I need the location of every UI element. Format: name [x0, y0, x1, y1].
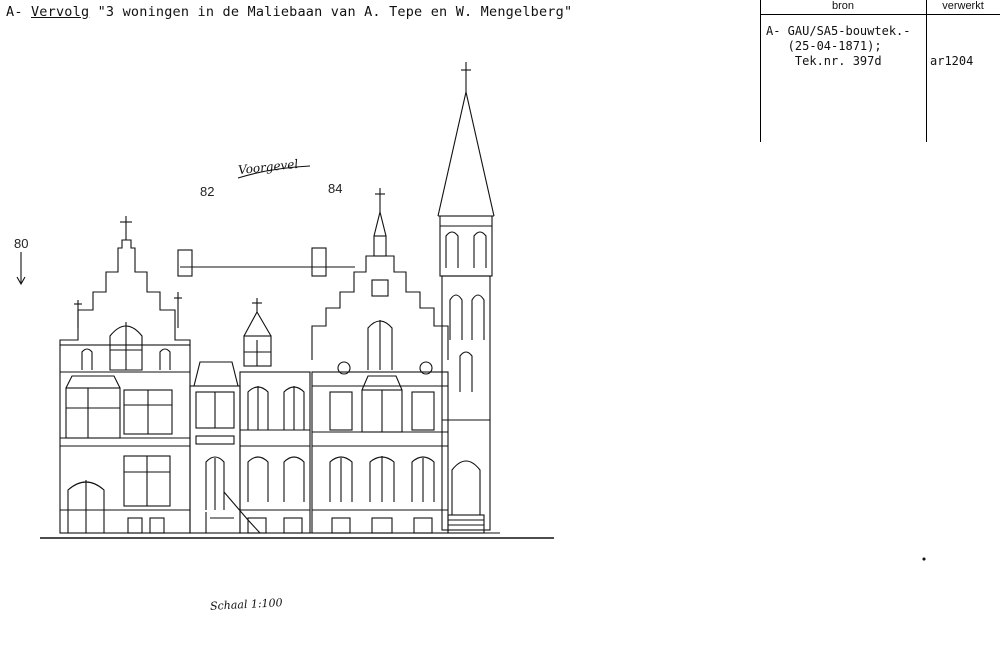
house-number-82: 82 [200, 184, 215, 199]
verwerkt-value: ar1204 [930, 54, 974, 68]
title-vervolg: Vervolg [30, 4, 90, 20]
table-header-line [760, 14, 1000, 15]
house-80-facade [59, 216, 193, 534]
title-prefix: A- [6, 4, 31, 20]
header-bron: bron [831, 0, 855, 12]
house-84-facade [311, 188, 449, 534]
corner-tower [437, 62, 495, 534]
reference-table: bron verwerkt A- GAU/SA5-bouwtek.- (25-0… [760, 0, 1000, 142]
bron-value: A- GAU/SA5-bouwtek.- (25-04-1871); Tek.n… [766, 24, 911, 68]
annotation-underline [237, 165, 311, 179]
house-82-facade [239, 247, 327, 534]
house-number-84: 84 [328, 181, 343, 196]
middle-section [189, 298, 272, 534]
arrow-80-icon [16, 252, 26, 286]
document-title: A- Vervolg "3 woningen in de Maliebaan v… [6, 4, 572, 20]
house-number-80: 80 [14, 236, 29, 251]
stray-dot [922, 557, 926, 561]
title-rest: "3 woningen in de Maliebaan van A. Tepe … [89, 4, 573, 20]
header-verwerkt: verwerkt [942, 0, 984, 12]
table-left-border [760, 0, 761, 142]
table-divider [926, 0, 927, 142]
